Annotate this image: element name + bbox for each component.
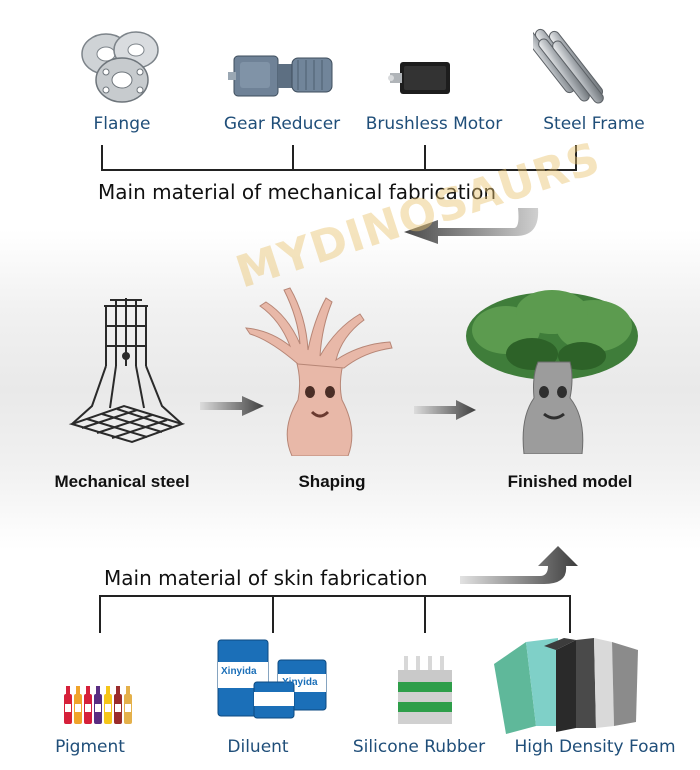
bracket-bar xyxy=(101,169,577,171)
material-label-brushless-motor: Brushless Motor xyxy=(365,114,503,134)
process-background-band xyxy=(0,230,700,550)
material-label-silicone-rubber: Silicone Rubber xyxy=(352,737,486,757)
bracket-line xyxy=(292,145,294,171)
stage-arrow-1 xyxy=(200,396,264,416)
brushless-motor-icon xyxy=(388,62,450,94)
skin-heading: Main material of skin fabrication xyxy=(104,566,428,590)
flange-icon xyxy=(81,31,159,103)
bracket-line xyxy=(101,145,103,171)
mechanical-heading: Main material of mechanical fabrication xyxy=(98,180,497,204)
bracket-line xyxy=(575,145,577,171)
sculpted-tree-icon xyxy=(245,287,393,456)
bracket-line xyxy=(424,595,426,633)
bracket-line xyxy=(99,595,101,633)
steel-frame-tree-icon xyxy=(68,298,186,444)
material-label-steel-frame: Steel Frame xyxy=(543,114,645,134)
steel-frame-icon xyxy=(533,26,604,104)
bracket-bar xyxy=(99,595,571,597)
silicone-tubes-icon xyxy=(398,656,452,724)
material-label-diluent: Diluent xyxy=(227,737,289,757)
material-label-flange: Flange xyxy=(93,114,151,134)
flow-arrow-down-left xyxy=(404,208,539,244)
pigment-bottles-icon xyxy=(64,686,132,724)
stage-label-finished-model: Finished model xyxy=(507,472,633,491)
finished-tree-icon xyxy=(466,290,638,454)
material-label-gear-reducer: Gear Reducer xyxy=(223,114,341,134)
bracket-line xyxy=(569,595,571,633)
can-brand-label: Xinyida xyxy=(221,666,257,677)
gear-reducer-icon xyxy=(228,55,333,97)
bracket-line xyxy=(424,145,426,171)
bracket-line xyxy=(272,595,274,633)
diluent-cans-icon: Xinyida Xinyida xyxy=(214,636,332,724)
stage-arrow-2 xyxy=(414,400,476,420)
stage-label-shaping: Shaping xyxy=(298,472,366,491)
material-label-high-density-foam: High Density Foam xyxy=(514,737,676,757)
stage-label-mechanical-steel: Mechanical steel xyxy=(54,472,190,491)
foam-blocks-icon xyxy=(494,638,638,734)
material-label-pigment: Pigment xyxy=(55,737,125,757)
flow-arrow-up-right xyxy=(460,546,578,584)
can-brand-label: Xinyida xyxy=(282,677,318,688)
